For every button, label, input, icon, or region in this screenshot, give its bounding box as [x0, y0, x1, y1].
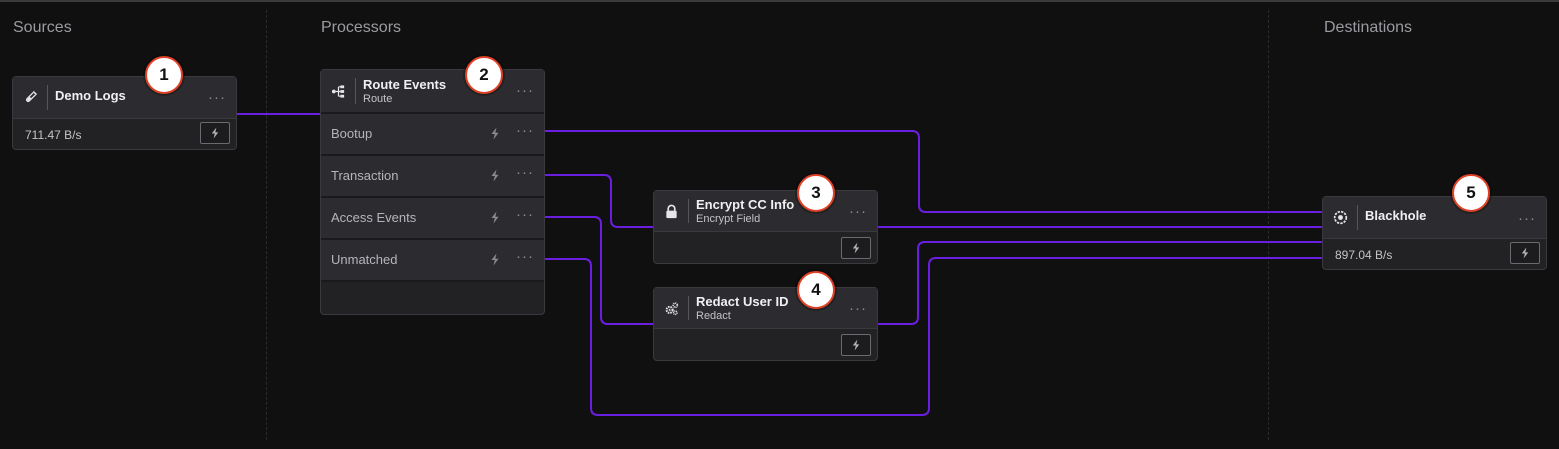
tap-button[interactable] — [1510, 242, 1540, 264]
tap-button[interactable] — [841, 237, 871, 259]
header-separator — [355, 78, 356, 104]
processor-node-route-events[interactable]: Route Events Route ··· Bootup ··· Transa… — [320, 69, 545, 315]
route-label: Transaction — [331, 168, 399, 183]
header-separator — [688, 296, 689, 320]
column-title-sources: Sources — [13, 19, 72, 36]
column-title-processors: Processors — [321, 19, 402, 36]
throughput-rate: 897.04 B/s — [1335, 248, 1393, 262]
test-tube-icon — [13, 77, 47, 118]
more-options-button[interactable]: ··· — [1518, 210, 1536, 227]
node-title: Demo Logs — [55, 88, 126, 103]
node-subtitle: Redact — [696, 310, 731, 322]
header-separator — [688, 199, 689, 223]
node-title: Redact User ID — [696, 294, 789, 309]
lightning-icon[interactable] — [490, 211, 500, 224]
node-header: Blackhole ··· — [1323, 197, 1546, 239]
lock-icon — [654, 191, 688, 231]
source-node-demo-logs[interactable]: Demo Logs ··· 711.47 B/s — [12, 76, 237, 150]
tap-button[interactable] — [200, 122, 230, 144]
more-options-button[interactable]: ··· — [849, 203, 867, 220]
header-separator — [47, 85, 48, 110]
more-options-button[interactable]: ··· — [208, 89, 226, 106]
processor-node-redact-user-id[interactable]: Redact User ID Redact ··· — [653, 287, 878, 361]
lightning-icon — [852, 242, 860, 254]
column-divider — [266, 10, 267, 440]
edge-transaction-to-encrypt — [544, 174, 653, 228]
node-header: Demo Logs ··· — [13, 77, 236, 119]
step-badge-1: 1 — [145, 56, 183, 94]
more-options-button[interactable]: ··· — [849, 300, 867, 317]
header-separator — [1357, 205, 1358, 230]
edge-bootup-to-blackhole — [544, 130, 1322, 213]
lightning-icon[interactable] — [490, 169, 500, 182]
lightning-icon — [852, 339, 860, 351]
tap-button[interactable] — [841, 334, 871, 356]
top-border — [0, 0, 1559, 2]
more-options-button[interactable]: ··· — [516, 122, 534, 139]
node-header: Encrypt CC Info Encrypt Field ··· — [654, 191, 877, 232]
route-row-access-events[interactable]: Access Events ··· — [321, 198, 544, 240]
step-badge-5: 5 — [1452, 174, 1490, 212]
more-options-button[interactable]: ··· — [516, 248, 534, 265]
node-title: Encrypt CC Info — [696, 197, 795, 212]
edge-redact-to-blackhole — [877, 241, 1322, 325]
route-label: Unmatched — [331, 252, 398, 267]
node-title: Route Events — [363, 77, 447, 92]
more-options-button[interactable]: ··· — [516, 206, 534, 223]
node-header: Redact User ID Redact ··· — [654, 288, 877, 329]
column-title-destinations: Destinations — [1324, 19, 1413, 36]
destination-node-blackhole[interactable]: Blackhole ··· 897.04 B/s — [1322, 196, 1547, 270]
edge-access-to-redact — [544, 216, 653, 325]
blackhole-icon — [1323, 197, 1357, 238]
throughput-rate: 711.47 B/s — [25, 128, 82, 142]
lightning-icon — [1521, 247, 1529, 259]
node-subtitle: Encrypt Field — [696, 213, 761, 225]
route-row-bootup[interactable]: Bootup ··· — [321, 114, 544, 156]
node-title: Blackhole — [1365, 208, 1427, 223]
route-row-unmatched[interactable]: Unmatched ··· — [321, 240, 544, 282]
edge-unmatched-to-blackhole — [544, 257, 1322, 416]
route-icon — [321, 70, 355, 112]
lightning-icon[interactable] — [490, 253, 500, 266]
processor-node-encrypt-cc-info[interactable]: Encrypt CC Info Encrypt Field ··· — [653, 190, 878, 264]
gears-icon — [654, 288, 688, 328]
step-badge-4: 4 — [797, 271, 835, 309]
route-label: Access Events — [331, 210, 417, 225]
node-header: Route Events Route ··· — [321, 70, 544, 114]
more-options-button[interactable]: ··· — [516, 82, 534, 99]
lightning-icon — [211, 127, 219, 139]
step-badge-3: 3 — [797, 174, 835, 212]
more-options-button[interactable]: ··· — [516, 164, 534, 181]
step-badge-2: 2 — [465, 56, 503, 94]
column-divider — [1268, 10, 1269, 440]
lightning-icon[interactable] — [490, 127, 500, 140]
route-row-transaction[interactable]: Transaction ··· — [321, 156, 544, 198]
route-label: Bootup — [331, 126, 373, 141]
node-subtitle: Route — [363, 93, 393, 105]
